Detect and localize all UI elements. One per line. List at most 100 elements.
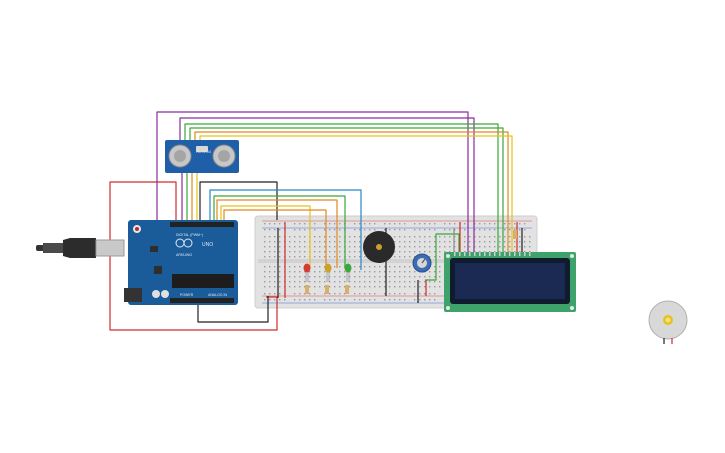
breadboard-hole: [269, 223, 271, 225]
breadboard-hole: [419, 293, 421, 295]
breadboard-hole: [274, 229, 276, 231]
breadboard-hole: [359, 286, 361, 288]
breadboard-hole: [269, 266, 271, 268]
breadboard-hole: [514, 241, 516, 243]
breadboard-hole: [419, 286, 421, 288]
breadboard-hole: [449, 236, 451, 238]
potentiometer[interactable]: [412, 253, 432, 273]
arduino-board[interactable]: UNO ARDUINO DIGITAL (PWM~) POWER ANALOG …: [124, 220, 238, 305]
breadboard-hole: [414, 229, 416, 231]
breadboard-hole: [529, 246, 531, 248]
breadboard-hole: [524, 236, 526, 238]
breadboard-hole: [264, 223, 266, 225]
breadboard-hole: [309, 281, 311, 283]
breadboard-hole: [449, 229, 451, 231]
breadboard-hole: [349, 236, 351, 238]
breadboard-hole: [424, 299, 426, 301]
led-red[interactable]: [303, 263, 311, 283]
resistor-1[interactable]: [305, 285, 309, 294]
breadboard-hole: [484, 223, 486, 225]
breadboard-hole: [269, 229, 271, 231]
wire-green-pot: [425, 233, 460, 281]
breadboard-hole: [264, 241, 266, 243]
breadboard-hole: [429, 256, 431, 258]
breadboard-hole: [434, 266, 436, 268]
breadboard-hole: [264, 271, 266, 273]
breadboard-hole: [294, 246, 296, 248]
breadboard-hole: [279, 251, 281, 253]
breadboard-hole: [524, 251, 526, 253]
breadboard-hole: [319, 256, 321, 258]
led-yellow[interactable]: [324, 263, 332, 283]
breadboard-hole: [509, 236, 511, 238]
led-green[interactable]: [344, 263, 352, 283]
breadboard-hole: [464, 241, 466, 243]
breadboard-hole: [329, 236, 331, 238]
wire-purple-top: [156, 111, 469, 252]
breadboard-hole: [339, 281, 341, 283]
breadboard-hole: [409, 266, 411, 268]
breadboard-hole: [424, 276, 426, 278]
breadboard-hole: [274, 223, 276, 225]
breadboard-hole: [354, 293, 356, 295]
breadboard-hole: [504, 251, 506, 253]
breadboard-hole: [329, 293, 331, 295]
breadboard-hole: [494, 241, 496, 243]
breadboard-hole: [269, 286, 271, 288]
breadboard-hole: [264, 293, 266, 295]
breadboard-hole: [289, 286, 291, 288]
breadboard-hole: [529, 251, 531, 253]
breadboard-hole: [329, 256, 331, 258]
breadboard-hole: [354, 286, 356, 288]
breadboard-hole: [409, 241, 411, 243]
breadboard-hole: [439, 271, 441, 273]
breadboard-hole: [359, 276, 361, 278]
breadboard-hole: [444, 229, 446, 231]
breadboard-hole: [384, 276, 386, 278]
breadboard-hole: [484, 229, 486, 231]
breadboard-hole: [359, 299, 361, 301]
breadboard-hole: [394, 223, 396, 225]
breadboard-hole: [364, 271, 366, 273]
breadboard-hole: [399, 246, 401, 248]
breadboard-hole: [414, 281, 416, 283]
breadboard-hole: [274, 286, 276, 288]
breadboard-hole: [299, 299, 301, 301]
breadboard-hole: [359, 293, 361, 295]
breadboard-hole: [519, 236, 521, 238]
breadboard-hole: [279, 276, 281, 278]
lcd-pin: [479, 252, 481, 256]
breadboard-hole: [409, 286, 411, 288]
lcd-pin: [509, 252, 511, 256]
breadboard-hole: [269, 271, 271, 273]
resistor-lcd[interactable]: [513, 230, 517, 239]
lcd-display[interactable]: [444, 252, 576, 312]
dc-motor[interactable]: [648, 300, 688, 344]
breadboard-hole: [449, 251, 451, 253]
breadboard-hole: [319, 286, 321, 288]
wire-yellow-1: [220, 205, 311, 268]
resistor-2[interactable]: [325, 285, 329, 294]
breadboard-hole: [269, 241, 271, 243]
breadboard-hole: [269, 281, 271, 283]
breadboard-hole: [264, 299, 266, 301]
breadboard-hole: [444, 241, 446, 243]
breadboard-hole: [519, 229, 521, 231]
resistor-3[interactable]: [345, 285, 349, 294]
breadboard-hole: [264, 229, 266, 231]
breadboard-hole: [499, 241, 501, 243]
breadboard-hole: [289, 241, 291, 243]
ultrasonic-sensor[interactable]: HC-SR04: [165, 140, 239, 173]
breadboard-hole: [509, 251, 511, 253]
breadboard-hole: [499, 246, 501, 248]
breadboard-hole: [324, 241, 326, 243]
piezo-buzzer[interactable]: [363, 231, 395, 263]
breadboard-hole: [494, 251, 496, 253]
breadboard-hole: [274, 241, 276, 243]
breadboard-hole: [264, 251, 266, 253]
usb-cable[interactable]: [36, 238, 125, 258]
arduino-brand: UNO: [202, 242, 213, 248]
breadboard-hole: [349, 276, 351, 278]
